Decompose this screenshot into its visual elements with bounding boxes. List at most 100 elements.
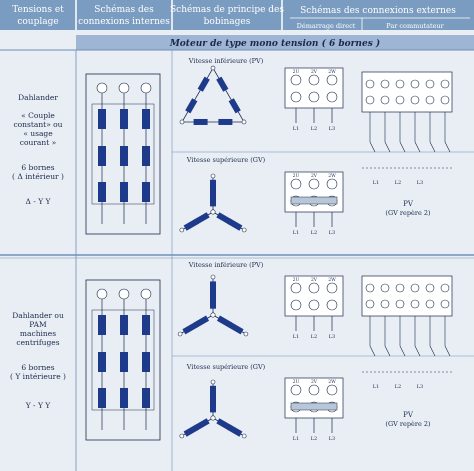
coil [227,218,243,231]
s1-pv-sub: (GV repère 2) [385,209,431,217]
coil [142,352,150,372]
bridge-bar [290,196,338,205]
coil [120,315,128,335]
contact [399,345,406,357]
wire [212,67,245,123]
terminal [365,283,375,293]
header-col4-sub1: Démarrage direct [297,22,356,30]
svg-text:Dahlander: Dahlander [18,93,58,102]
coil [120,388,128,408]
terminal [326,74,338,86]
terminal-label: 2W [328,69,336,75]
terminal [395,283,405,293]
coil [142,388,150,408]
terminal-label: 2U [293,379,300,385]
coil [193,315,210,328]
svg-text:Δ - Y Y: Δ - Y Y [25,197,51,206]
coil [216,76,229,92]
line-label: L1 [293,230,300,236]
coil [218,118,233,125]
terminal [440,95,450,105]
terminal [140,288,152,300]
wire [181,67,214,123]
svg-text:courant »: courant » [20,138,57,147]
coil [120,146,128,166]
coil [98,388,106,408]
switch-box [361,275,453,317]
svg-text:Y - Y Y: Y - Y Y [25,401,52,410]
line-label: L3 [329,230,336,236]
node [179,433,185,439]
bridge-bar [290,402,338,411]
line-label: L2 [311,230,318,236]
terminal [118,82,130,94]
neutral [210,209,216,215]
terminal [326,282,338,294]
contact [414,345,421,357]
svg-text:( Y intérieure ): ( Y intérieure ) [10,372,66,381]
inner-frame [91,103,155,205]
line-label: L2 [395,384,402,390]
inner-frame [91,309,155,411]
line-label: L3 [329,126,336,132]
delta-winding [179,65,247,125]
terminal-label: 2U [293,69,300,75]
terminal [365,79,375,89]
coil [182,322,198,335]
line-label: L3 [417,384,424,390]
coil [98,315,106,335]
coil [194,418,210,431]
node [241,119,247,125]
header-col4-sub2: Par commutateur [386,22,444,30]
header-col2-line2: connexions internes [78,17,170,27]
terminal [395,299,405,309]
node [177,331,183,337]
coil [185,98,198,114]
star-winding [179,173,247,233]
node [210,274,216,280]
switch-box [361,71,453,113]
terminal-label: 2V [311,379,318,385]
s2-pv-label: PV [403,411,414,419]
svg-text:PAM: PAM [29,320,47,329]
terminal [308,74,320,86]
s1-pv-label: PV [403,200,414,208]
s2-low-speed-label: Vitesse inférieure (PV) [188,261,264,269]
s2-internal-connections [85,279,161,441]
terminal [290,74,302,86]
coil [142,315,150,335]
terminal [380,95,390,105]
terminal [380,299,390,309]
coil [210,294,216,309]
line-label: L1 [373,384,380,390]
svg-text:machines: machines [20,329,56,338]
terminal [308,384,320,396]
terminal [440,283,450,293]
node [241,433,247,439]
node [210,173,216,179]
coil [228,98,241,114]
s1-internal-connections [85,73,161,235]
terminal [96,288,108,300]
coil [98,109,106,129]
terminal [425,299,435,309]
line-label: L1 [293,334,300,340]
svg-text:6 bornes: 6 bornes [21,363,54,372]
contact [384,345,391,357]
coil [210,385,216,400]
s2-high-speed-label: Vitesse supérieure (GV) [186,363,266,371]
terminal-label: 2V [311,173,318,179]
node [179,119,185,125]
coil [197,76,210,92]
terminal [440,299,450,309]
terminal [380,283,390,293]
coil [194,212,210,225]
contact [414,141,421,153]
coil [120,109,128,129]
coil [216,315,233,328]
